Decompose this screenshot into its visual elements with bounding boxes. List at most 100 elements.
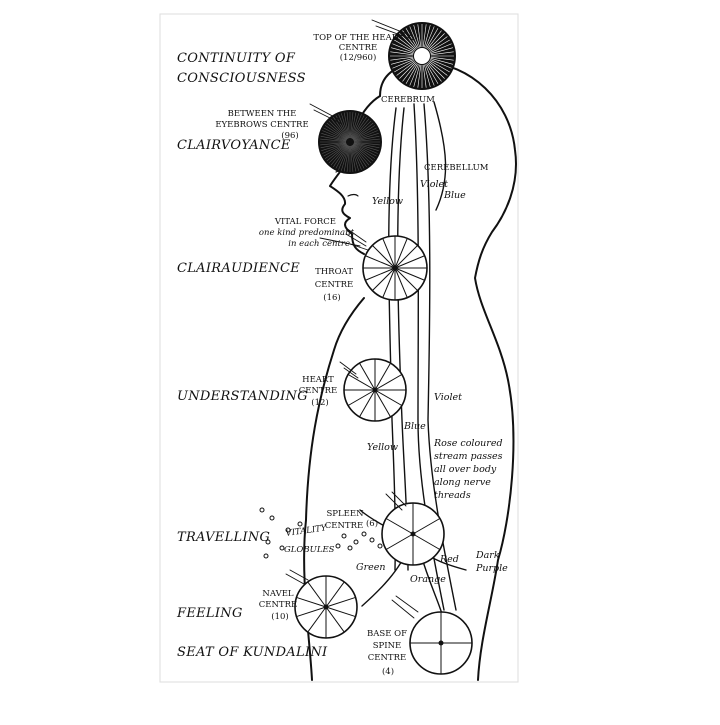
centre-ray <box>352 144 370 166</box>
centre-ray <box>390 51 414 56</box>
centre-ray <box>409 26 419 48</box>
centre-ray <box>353 143 378 154</box>
centre-ray <box>350 145 357 172</box>
wheel-heart <box>343 358 407 422</box>
svg-text:CENTRE: CENTRE <box>339 43 377 53</box>
centre-ray <box>353 143 377 157</box>
wheel-navel <box>294 575 358 639</box>
centre-ray <box>402 62 417 82</box>
faculty-clairaudience: CLAIRAUDIENCE <box>177 261 300 276</box>
centre-ray <box>323 143 347 157</box>
svg-text:VITALITY: VITALITY <box>285 523 328 539</box>
svg-text:along nerve: along nerve <box>434 477 491 488</box>
centre-ray <box>351 115 365 139</box>
centre-ray <box>343 112 350 139</box>
centre-ray <box>430 47 453 54</box>
wheel-base <box>409 611 473 675</box>
svg-text:(4): (4) <box>382 666 394 677</box>
centre-ray <box>428 33 445 50</box>
centre-ray <box>430 59 452 69</box>
centre-ray <box>346 145 350 172</box>
centre-ray <box>326 144 348 162</box>
svg-text:(12): (12) <box>311 397 328 408</box>
svg-text:CENTRE: CENTRE <box>325 521 363 531</box>
centre-ray <box>428 62 445 79</box>
centre-ray <box>320 142 347 149</box>
centre-ray <box>351 145 367 168</box>
centre-ray <box>422 64 427 88</box>
centre-ray <box>330 118 348 140</box>
svg-text:TOP OF THE HEAD: TOP OF THE HEAD <box>313 33 398 43</box>
centre-ray <box>350 145 354 172</box>
centre-ray <box>353 143 376 159</box>
svg-text:(12/960): (12/960) <box>340 52 377 63</box>
faculty-kundalini: SEAT OF KUNDALINI <box>177 645 328 660</box>
wheel-spoke <box>374 389 391 418</box>
centre-ray <box>430 56 454 61</box>
wheel-spoke <box>372 245 396 269</box>
wheel-spoke <box>394 267 418 291</box>
svg-text:GLOBULES: GLOBULES <box>284 545 335 555</box>
centre-ray <box>353 142 380 149</box>
label-orange: Orange <box>410 574 446 585</box>
wheel-spoke <box>394 245 418 269</box>
svg-text:THROAT: THROAT <box>315 267 353 277</box>
svg-text:CENTRE: CENTRE <box>368 653 406 663</box>
wheel-spoke <box>372 267 396 291</box>
centre-ray <box>426 28 439 49</box>
wheel-spoke <box>382 267 396 298</box>
svg-text:CENTRE: CENTRE <box>299 386 337 396</box>
svg-text:Purple: Purple <box>475 563 508 574</box>
centre-ray <box>323 127 347 141</box>
centre-ray <box>428 61 448 76</box>
centre-ray <box>321 133 347 142</box>
centre-ray <box>430 51 454 56</box>
wheel-spoke <box>382 238 396 269</box>
centre-ray <box>394 60 415 73</box>
label-rose-stream: Rose coloured stream passes all over bod… <box>433 438 503 501</box>
svg-text:(96): (96) <box>281 130 298 141</box>
centre-ray <box>429 60 450 73</box>
wheel-spoke <box>374 374 403 391</box>
label-violet-mid: Violet <box>434 392 462 403</box>
wheel-hub <box>323 604 329 610</box>
centre-ray <box>352 118 370 140</box>
centre-ray <box>413 25 420 48</box>
centre-ray <box>352 122 374 140</box>
label-blue-mid: Blue <box>403 421 426 432</box>
svg-text:CENTRE: CENTRE <box>259 600 297 610</box>
wheel-spoke <box>394 238 408 269</box>
svg-text:Dark: Dark <box>475 550 500 561</box>
centre-ray <box>427 30 442 50</box>
centre-ray <box>351 116 367 139</box>
svg-text:Rose coloured: Rose coloured <box>433 438 503 449</box>
wheel-spoke <box>394 267 408 298</box>
wheel-spoke <box>325 581 345 608</box>
wheel-spoke <box>385 518 414 535</box>
centre-ray <box>352 120 372 140</box>
centre-ray <box>351 114 362 139</box>
centre-ray <box>324 125 347 141</box>
label-cerebrum: CEREBRUM <box>381 95 435 105</box>
wheel-spoke <box>325 596 356 608</box>
svg-text:SPLEEN: SPLEEN <box>326 509 364 519</box>
leader-lines <box>285 19 419 619</box>
centre-ray <box>424 25 431 48</box>
label-blue-upper: Blue <box>443 190 466 201</box>
wheel-hub <box>438 640 444 646</box>
centre-ray <box>422 24 427 48</box>
svg-text:stream passes: stream passes <box>434 451 503 462</box>
centre-ray <box>417 24 422 48</box>
centre-ray <box>330 144 348 166</box>
svg-text:BASE OF: BASE OF <box>367 629 407 639</box>
svg-text:in each centre: in each centre <box>288 239 350 249</box>
centre-ray <box>350 112 357 139</box>
wheel-hub <box>372 387 378 393</box>
centre-ray <box>405 28 418 49</box>
centre-ray <box>426 63 439 84</box>
wheel-spoke <box>365 255 396 269</box>
centre-ray <box>391 58 414 65</box>
centre-ray <box>351 145 365 169</box>
centre-ray <box>333 145 349 168</box>
centre-ray <box>396 36 416 51</box>
